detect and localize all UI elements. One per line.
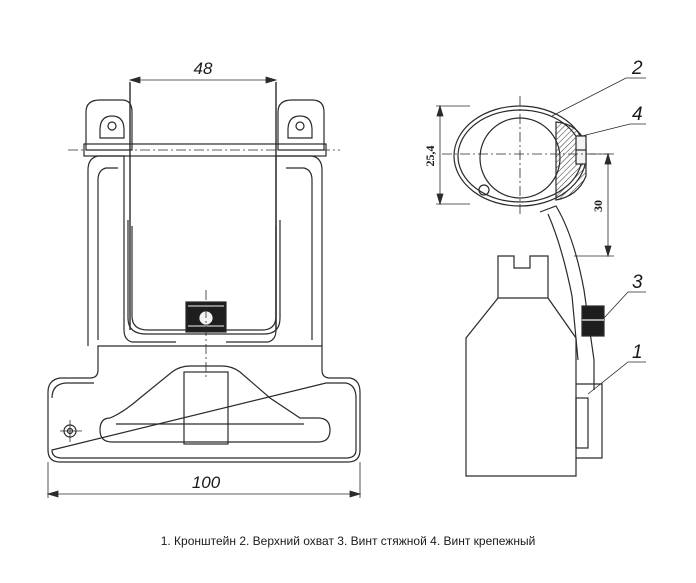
- dimension-label-30: 30: [591, 200, 605, 212]
- tension-screw: [581, 305, 605, 337]
- side-view: [442, 96, 610, 477]
- callout-3: 3: [632, 272, 643, 293]
- dimension-diameter: [436, 104, 470, 206]
- callout-2: 2: [631, 58, 643, 79]
- callout-4: 4: [632, 104, 643, 125]
- left-top-clamp: [85, 99, 133, 151]
- callout-1: 1: [632, 342, 643, 363]
- right-leg: [226, 155, 323, 346]
- dimension-top-width: [128, 76, 278, 84]
- dimension-label-100: 100: [192, 473, 221, 492]
- bracket-body: [465, 255, 577, 477]
- dimension-offset: [574, 152, 614, 258]
- dimension-label-48: 48: [194, 59, 213, 78]
- bracket-arm: [539, 205, 595, 390]
- parts-legend: 1. Кронштейн 2. Верхний охват 3. Винт ст…: [160, 534, 536, 548]
- front-view: [47, 82, 361, 463]
- right-top-clamp: [277, 99, 325, 151]
- base-plate: [47, 345, 361, 463]
- clamp-bowl: [127, 220, 281, 335]
- dimension-bottom-width: [46, 462, 362, 498]
- callout-leaders: [551, 77, 646, 395]
- dimension-label-25-4: 25,4: [423, 146, 437, 167]
- base-slot: [99, 365, 331, 443]
- tube-outline: [129, 82, 277, 330]
- clamp-plate: [576, 383, 603, 459]
